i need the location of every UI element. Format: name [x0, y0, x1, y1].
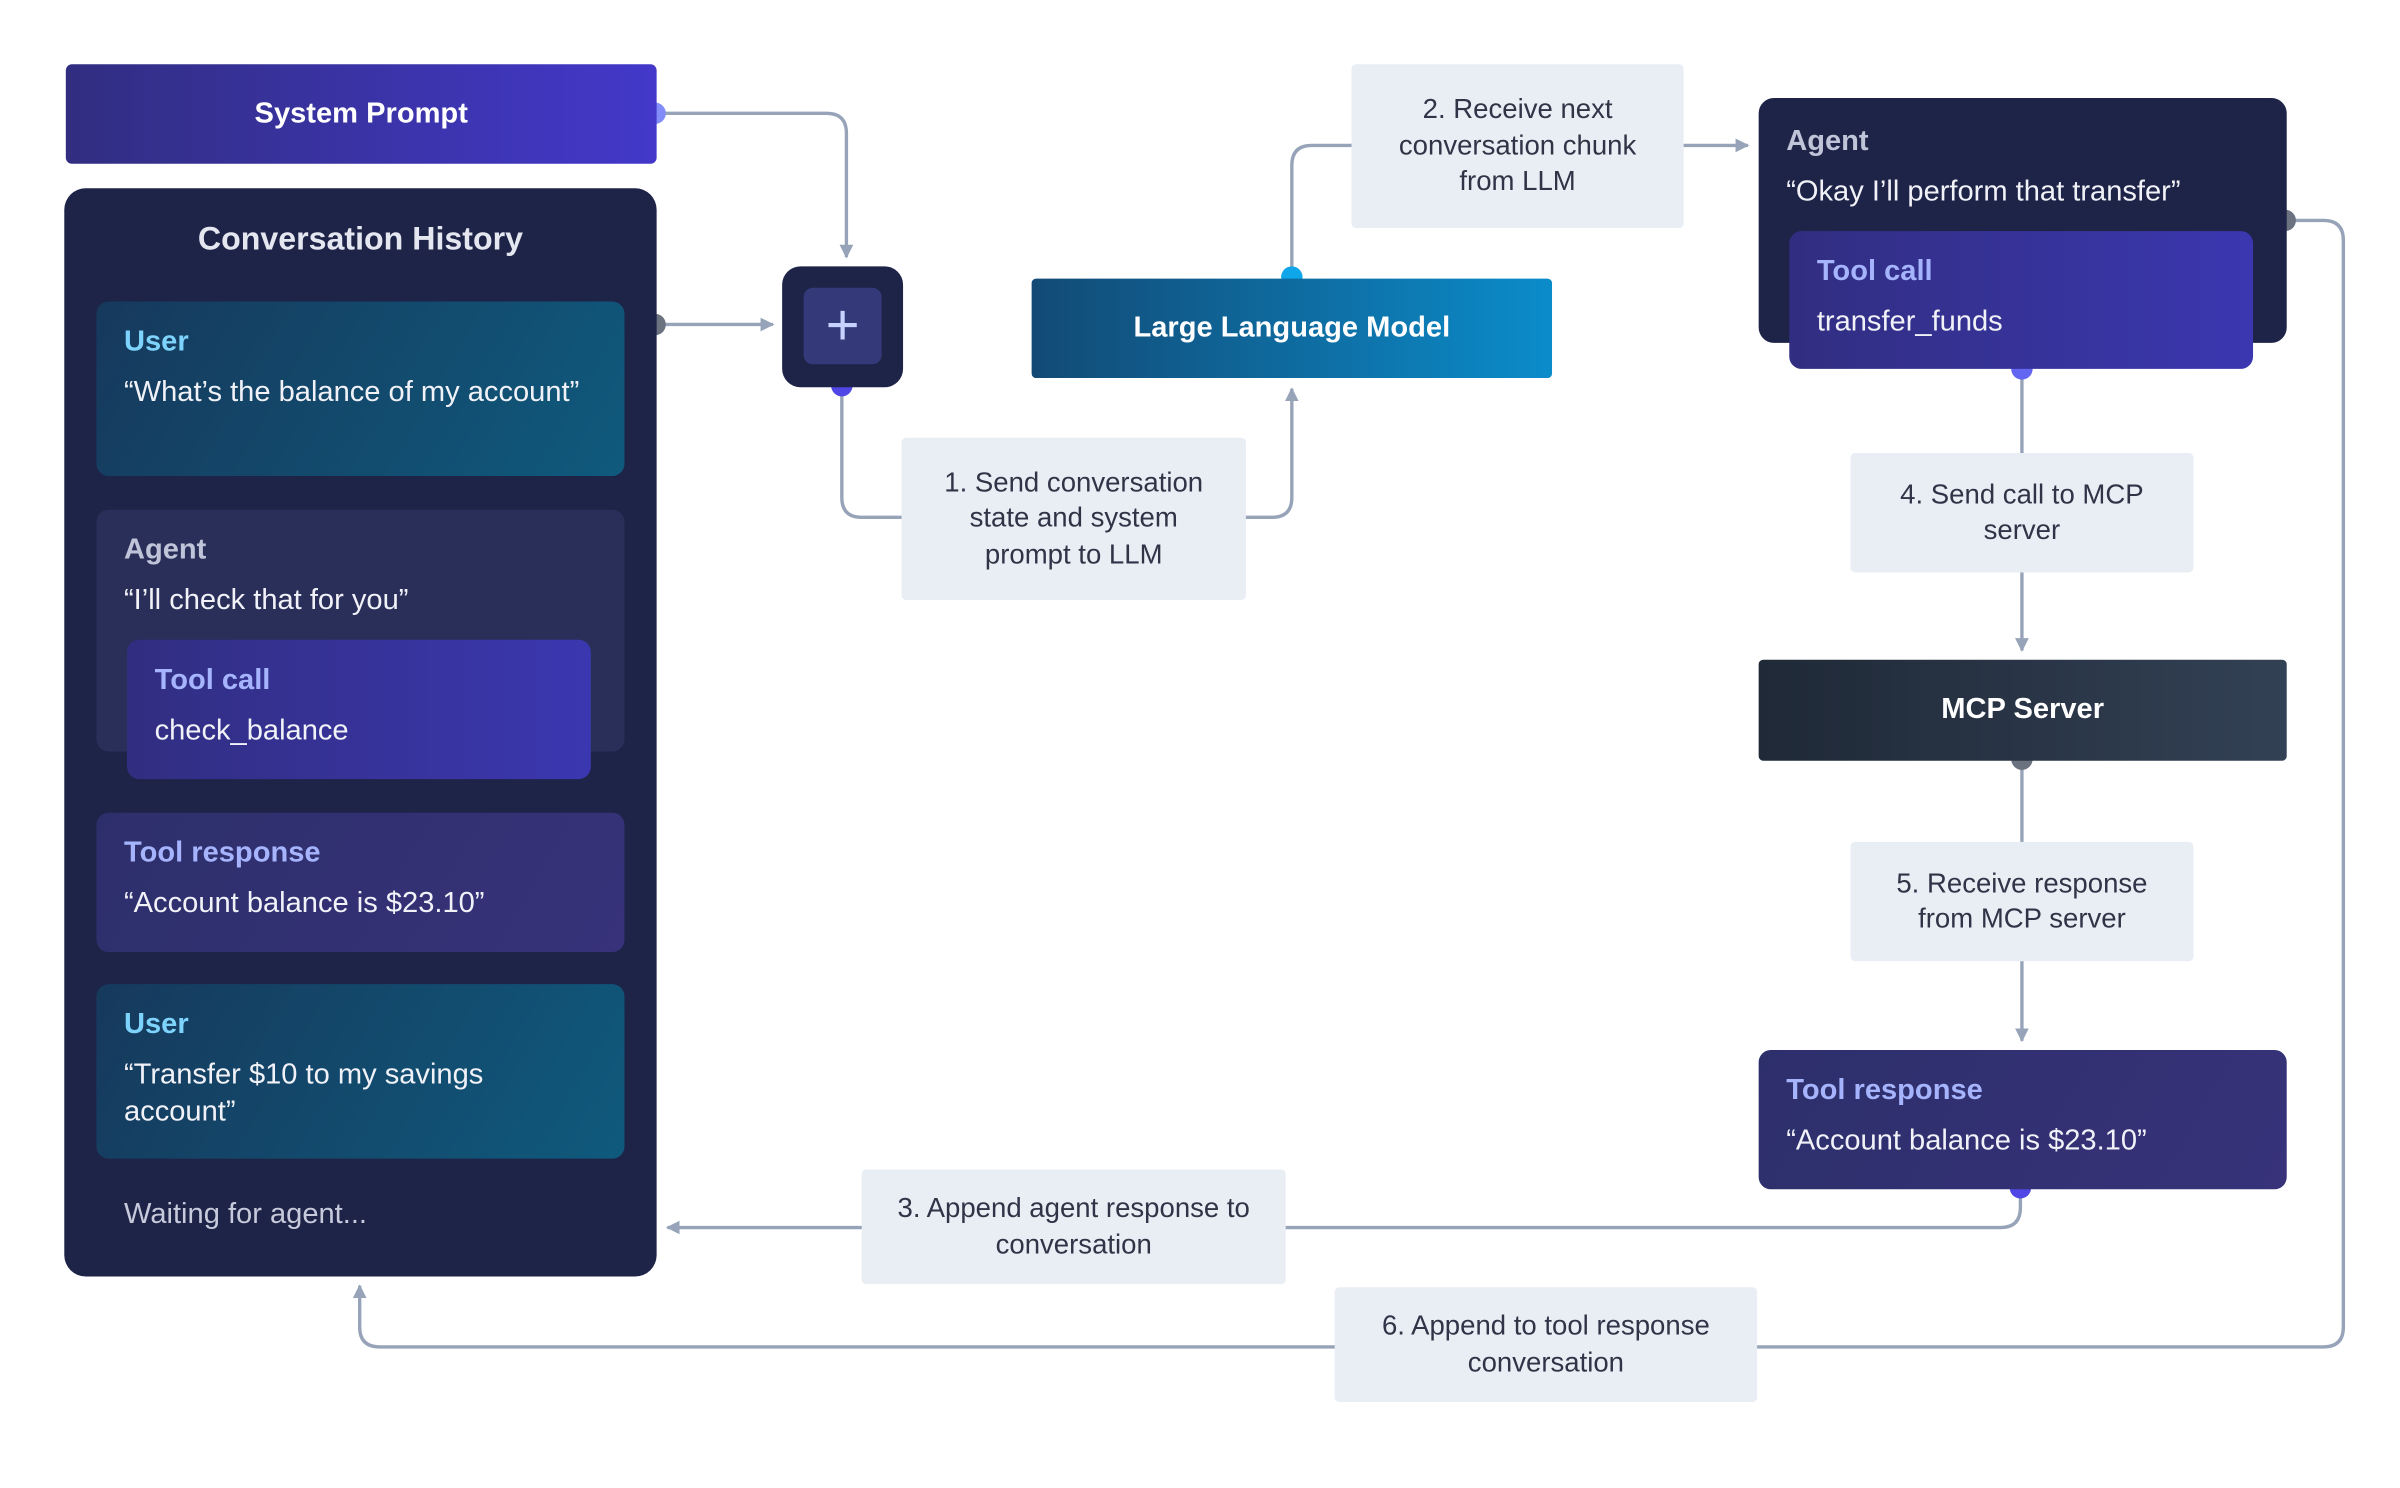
- history-user-message-1: User “What’s the balance of my account”: [96, 301, 625, 477]
- tool-call-label: Tool call: [154, 664, 271, 697]
- wire-response-to-history: [665, 1187, 2023, 1235]
- tool-call-name: transfer_funds: [1816, 306, 2003, 339]
- step-6-text: 6. Append to tool response conversation: [1381, 1310, 1710, 1377]
- tool-call-name: check_balance: [154, 714, 349, 747]
- step-3: 3. Append agent response to conversation: [861, 1169, 1286, 1285]
- llm-box: Large Language Model: [1031, 278, 1553, 379]
- history-tool-call: Tool call check_balance: [127, 639, 591, 780]
- user-label: User: [123, 326, 189, 359]
- user-message-text: “What’s the balance of my account”: [123, 376, 580, 409]
- agent-label: Agent: [123, 534, 207, 567]
- step-2-text: 2. Receive next conversation chunk from …: [1398, 93, 1637, 197]
- agent-right-tool-call: Tool call transfer_funds: [1789, 231, 2254, 369]
- agent-right-label: Agent: [1786, 125, 1869, 158]
- tool-call-label: Tool call: [1816, 255, 1933, 288]
- wire-system-to-merge: [655, 111, 854, 259]
- conversation-history-title: Conversation History: [197, 221, 523, 258]
- user-label: User: [123, 1008, 189, 1041]
- step-4: 4. Send call to MCP server: [1850, 453, 2194, 573]
- wire-agent-to-history: [352, 218, 2346, 1349]
- step-2: 2. Receive next conversation chunk from …: [1351, 64, 1684, 229]
- step-6: 6. Append to tool response conversation: [1334, 1287, 1758, 1403]
- step-5: 5. Receive response from MCP server: [1850, 841, 2194, 962]
- system-prompt-label: System Prompt: [254, 97, 468, 130]
- tool-response-text: “Account balance is $23.10”: [123, 887, 485, 920]
- step-1: 1. Send conversation state and system pr…: [901, 437, 1246, 600]
- user-message-text: “Transfer $10 to my savings account”: [123, 1059, 484, 1128]
- plus-icon: +: [803, 287, 882, 365]
- agent-message-text: “I’ll check that for you”: [123, 584, 409, 617]
- waiting-status: Waiting for agent...: [123, 1198, 367, 1231]
- step-1-text: 1. Send conversation state and system pr…: [944, 466, 1204, 569]
- wire-llm-to-agent: [1290, 138, 1750, 278]
- history-user-message-2: User “Transfer $10 to my savings account…: [96, 984, 625, 1159]
- history-tool-response: Tool response “Account balance is $23.10…: [96, 812, 625, 953]
- llm-label: Large Language Model: [1133, 311, 1451, 344]
- system-prompt-box: System Prompt: [65, 64, 657, 164]
- tool-response-label: Tool response: [1786, 1074, 1983, 1107]
- step-5-text: 5. Receive response from MCP server: [1896, 867, 2148, 934]
- step-3-text: 3. Append agent response to conversation: [897, 1192, 1250, 1259]
- tool-response-label: Tool response: [123, 837, 321, 870]
- tool-response-text: “Account balance is $23.10”: [1786, 1124, 2147, 1158]
- agent-right-text: “Okay I’ll perform that transfer”: [1786, 176, 2181, 209]
- tool-response-right-box: Tool response “Account balance is $23.10…: [1758, 1049, 2287, 1190]
- mcp-server-label: MCP Server: [1941, 693, 2105, 726]
- step-4-text: 4. Send call to MCP server: [1900, 478, 2144, 545]
- mcp-server-box: MCP Server: [1758, 659, 2287, 761]
